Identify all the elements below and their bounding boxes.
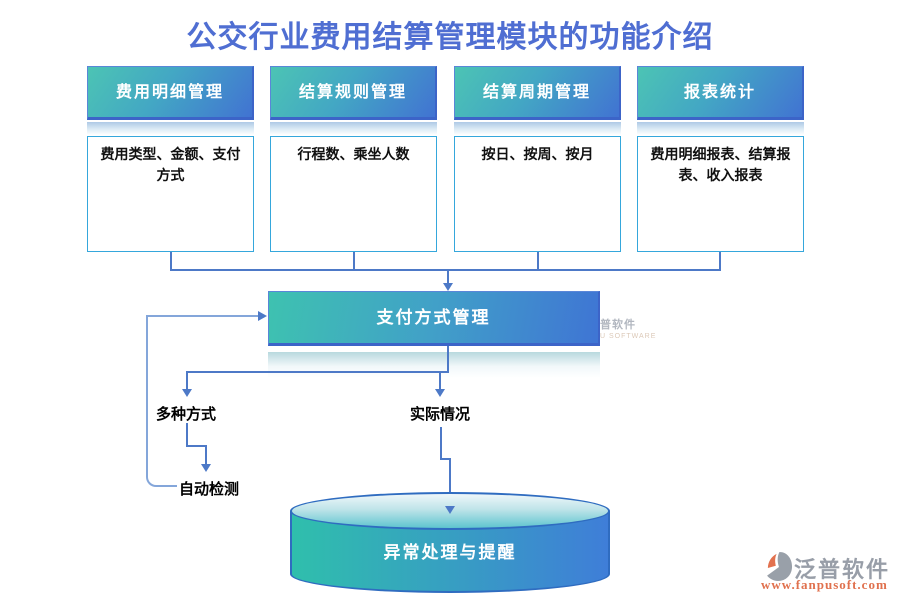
- label-actual-situation: 实际情况: [409, 406, 470, 423]
- connector-stub-4: [719, 252, 721, 270]
- diagram-title: 公交行业费用结算管理模块的功能介绍: [186, 21, 714, 54]
- watermark: 普软件 U SOFTWARE: [600, 316, 670, 340]
- fanpu-logo-icon: [764, 551, 793, 582]
- arrow-down-icon: [443, 283, 453, 291]
- connector-as-1: [440, 427, 442, 460]
- module-body-fee-detail: 费用类型、金额、支付方式: [87, 136, 254, 252]
- module-header-fee-detail: 费用明细管理: [87, 66, 254, 120]
- connector-stub-1: [170, 252, 172, 270]
- module-header-reflection: [270, 122, 437, 135]
- module-body-settle-rule: 行程数、乘坐人数: [270, 136, 437, 252]
- module-header-settle-cycle: 结算周期管理: [454, 66, 621, 120]
- arrow-down-icon: [201, 464, 211, 472]
- connector-payment-down: [447, 346, 449, 373]
- fanpu-logo-text: 泛普软件: [794, 557, 891, 582]
- connector-md-3: [205, 445, 207, 465]
- module-header-settle-rule: 结算规则管理: [270, 66, 437, 120]
- label-multiple-methods: 多种方式: [155, 406, 216, 423]
- connector-bus-line: [170, 269, 721, 271]
- connector-md-2: [186, 445, 207, 447]
- arrow-down-icon: [445, 506, 455, 514]
- connector-branch-left: [186, 372, 188, 390]
- connector-branch-line: [186, 371, 449, 373]
- connector-feedback-elbow: [146, 316, 177, 487]
- module-header-report-stats: 报表统计: [637, 66, 804, 120]
- payment-box-reflection: [268, 352, 600, 378]
- cylinder-label: 异常处理与提醒: [383, 543, 517, 562]
- module-header-reflection: [454, 122, 621, 135]
- module-body-settle-cycle: 按日、按周、按月: [454, 136, 621, 252]
- connector-md-1: [186, 423, 188, 447]
- watermark-subtext: U SOFTWARE: [600, 333, 657, 340]
- connector-feedback-horizontal: [146, 315, 259, 317]
- connector-branch-right: [439, 372, 441, 390]
- connector-stub-3: [537, 252, 539, 270]
- cylinder-top: [290, 492, 610, 530]
- connector-drop-to-payment: [447, 270, 449, 284]
- label-auto-detect: 自动检测: [178, 481, 239, 498]
- arrow-down-icon: [435, 389, 445, 397]
- watermark-text: 普软件: [600, 319, 636, 331]
- module-header-reflection: [87, 122, 254, 135]
- module-header-reflection: [637, 122, 804, 135]
- connector-as-2: [440, 458, 451, 460]
- arrow-right-icon: [258, 311, 267, 321]
- arrow-down-icon: [182, 389, 192, 397]
- module-body-report-stats: 费用明细报表、结算报表、收入报表: [637, 136, 804, 252]
- connector-as-3: [449, 458, 451, 507]
- connector-stub-2: [353, 252, 355, 270]
- payment-method-box: 支付方式管理: [268, 291, 600, 346]
- fanpu-logo-url: www.fanpusoft.com: [761, 577, 888, 592]
